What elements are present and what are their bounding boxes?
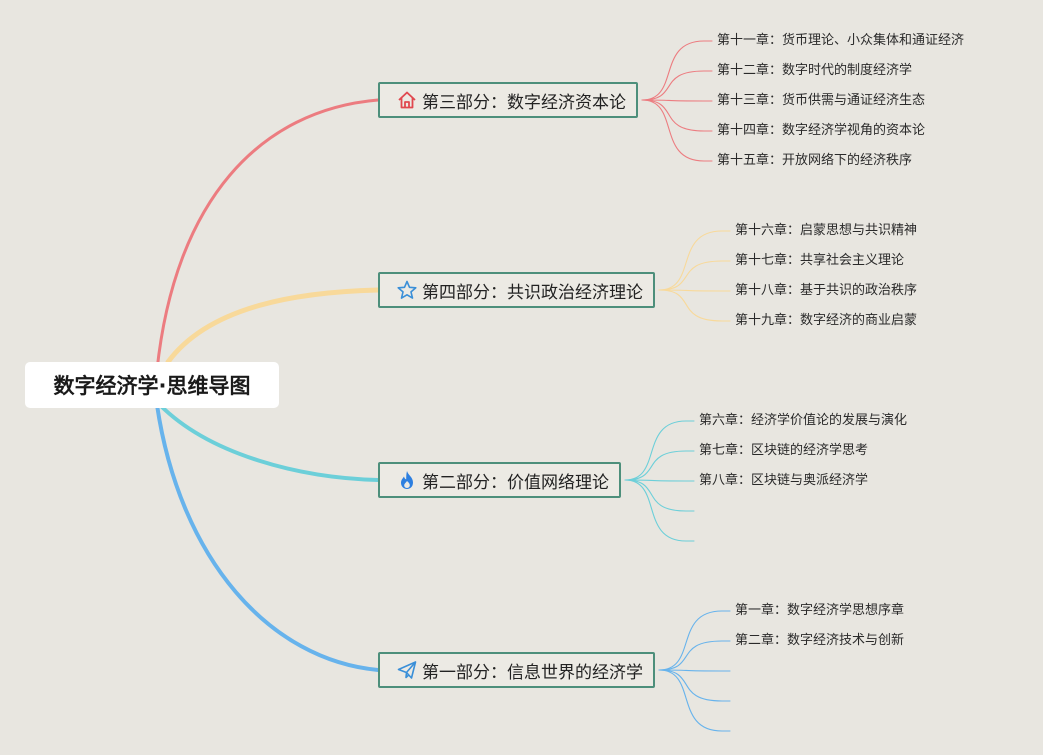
chapter-item[interactable]: 第十六章：启蒙思想与共识精神 bbox=[735, 223, 918, 238]
part-node-1[interactable]: 第一部分：信息世界的经济学 bbox=[378, 652, 655, 688]
branch-connector bbox=[158, 403, 380, 482]
branch-connector bbox=[155, 403, 380, 672]
chapter-item[interactable]: 第十一章：货币理论、小众集体和通证经济 bbox=[717, 33, 965, 48]
part-title: 第二部分：价值网络理论 bbox=[422, 472, 609, 493]
flame-icon bbox=[396, 469, 418, 491]
part-title: 第三部分：数字经济资本论 bbox=[422, 92, 626, 113]
star-icon bbox=[396, 279, 418, 301]
chapter-connector bbox=[641, 99, 713, 162]
chapter-item[interactable]: 第十九章：数字经济的商业启蒙 bbox=[735, 313, 918, 328]
chapter-connector bbox=[658, 669, 731, 672]
chapter-item[interactable]: 第十二章：数字时代的制度经济学 bbox=[717, 63, 913, 78]
part-title: 第一部分：信息世界的经济学 bbox=[422, 662, 643, 683]
root-title: 数字经济学·思维导图 bbox=[53, 374, 251, 398]
chapter-item[interactable]: 第十七章：共享社会主义理论 bbox=[735, 253, 905, 268]
chapter-connector bbox=[624, 479, 695, 482]
part-node-3[interactable]: 第三部分：数字经济资本论 bbox=[378, 82, 638, 118]
chapter-connector bbox=[658, 669, 731, 702]
chapter-connector bbox=[658, 669, 731, 732]
part-title: 第四部分：共识政治经济理论 bbox=[422, 282, 643, 303]
part-node-4[interactable]: 第四部分：共识政治经济理论 bbox=[378, 272, 655, 308]
branch-connector bbox=[155, 98, 380, 372]
paper-plane-icon bbox=[396, 659, 418, 681]
chapter-connector bbox=[641, 40, 713, 101]
chapter-connector bbox=[658, 289, 731, 292]
chapter-item[interactable]: 第十五章：开放网络下的经济秩序 bbox=[717, 153, 913, 168]
chapter-item[interactable]: 第十四章：数字经济学视角的资本论 bbox=[717, 123, 926, 138]
chapter-item[interactable]: 第六章：经济学价值论的发展与演化 bbox=[699, 413, 908, 428]
chapter-connector bbox=[658, 230, 731, 291]
chapter-item[interactable]: 第一章：数字经济学思想序章 bbox=[735, 603, 905, 618]
chapter-item[interactable]: 第十三章：货币供需与通证经济生态 bbox=[717, 93, 926, 108]
chapter-connector bbox=[658, 640, 731, 671]
root-node[interactable]: 数字经济学·思维导图 bbox=[25, 362, 279, 408]
chapter-connector bbox=[641, 99, 713, 102]
chapter-connector bbox=[658, 289, 731, 322]
chapter-item[interactable]: 第八章：区块链与奥派经济学 bbox=[699, 473, 869, 488]
chapter-item[interactable]: 第七章：区块链的经济学思考 bbox=[699, 443, 869, 458]
chapter-connector bbox=[658, 260, 731, 291]
chapter-connector bbox=[624, 420, 695, 481]
chapter-item[interactable]: 第十八章：基于共识的政治秩序 bbox=[735, 283, 918, 298]
chapter-connector bbox=[624, 479, 695, 512]
branch-connector bbox=[165, 287, 381, 365]
home-icon bbox=[396, 89, 418, 111]
chapter-connector bbox=[641, 99, 713, 132]
chapter-item[interactable]: 第二章：数字经济技术与创新 bbox=[735, 633, 905, 648]
chapter-connector bbox=[641, 70, 713, 101]
chapter-connector bbox=[658, 610, 731, 671]
chapter-connector bbox=[624, 479, 695, 542]
chapter-connector bbox=[624, 450, 695, 481]
part-node-2[interactable]: 第二部分：价值网络理论 bbox=[378, 462, 621, 498]
